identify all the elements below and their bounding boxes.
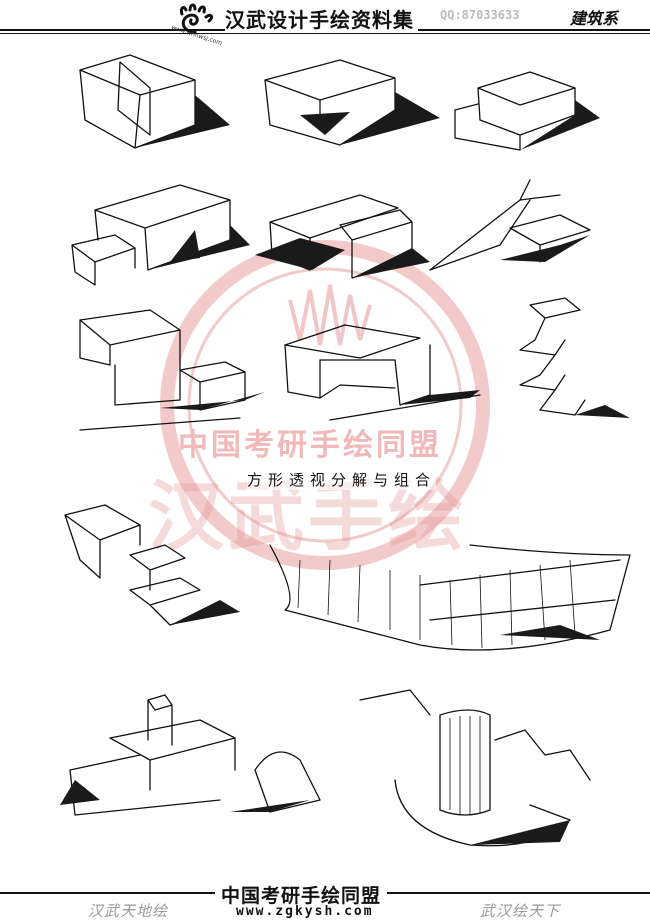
watermark-org-text: 中国考研手绘同盟 <box>178 428 442 463</box>
sketch-column-13 <box>359 689 591 847</box>
header-rule-thin <box>0 33 650 34</box>
perspective-sketches <box>60 54 631 847</box>
sketch-box-1 <box>79 54 230 149</box>
page-header: www.whhwsj.com 汉武设计手绘资料集 QQ:87033633 建筑系 <box>0 0 650 47</box>
footer-slogan-right: 武汉绘天下 <box>480 902 561 920</box>
sketch-box-3 <box>454 71 600 151</box>
sketch-box-7 <box>79 309 265 431</box>
page-footer: 汉武天地绘 中国考研手绘同盟 www.zgkysh.com 武汉绘天下 <box>0 880 650 921</box>
footer-title: 中国考研手绘同盟 <box>215 881 388 908</box>
footer-slogan-left: 汉武天地绘 <box>88 902 169 920</box>
spiral-hand-logo-icon <box>180 3 214 34</box>
sketch-curved-11 <box>269 544 631 651</box>
sketch-box-4 <box>71 184 250 286</box>
brand-title: 汉武设计手绘资料集 <box>225 4 418 33</box>
footer-url: www.zgkysh.com <box>236 904 374 919</box>
sketch-caption: 方形透视分解与组合 <box>247 469 437 490</box>
sketch-box-6 <box>429 179 591 271</box>
sketch-box-8 <box>284 324 481 421</box>
department-label: 建筑系 <box>570 9 619 28</box>
qq-number: QQ:87033633 <box>440 8 520 22</box>
sketch-box-5 <box>255 194 430 279</box>
sketch-cross-12 <box>60 694 321 816</box>
sketch-stair-10 <box>64 504 240 626</box>
sketch-box-2 <box>264 59 440 146</box>
sketch-stair-9 <box>519 297 630 418</box>
